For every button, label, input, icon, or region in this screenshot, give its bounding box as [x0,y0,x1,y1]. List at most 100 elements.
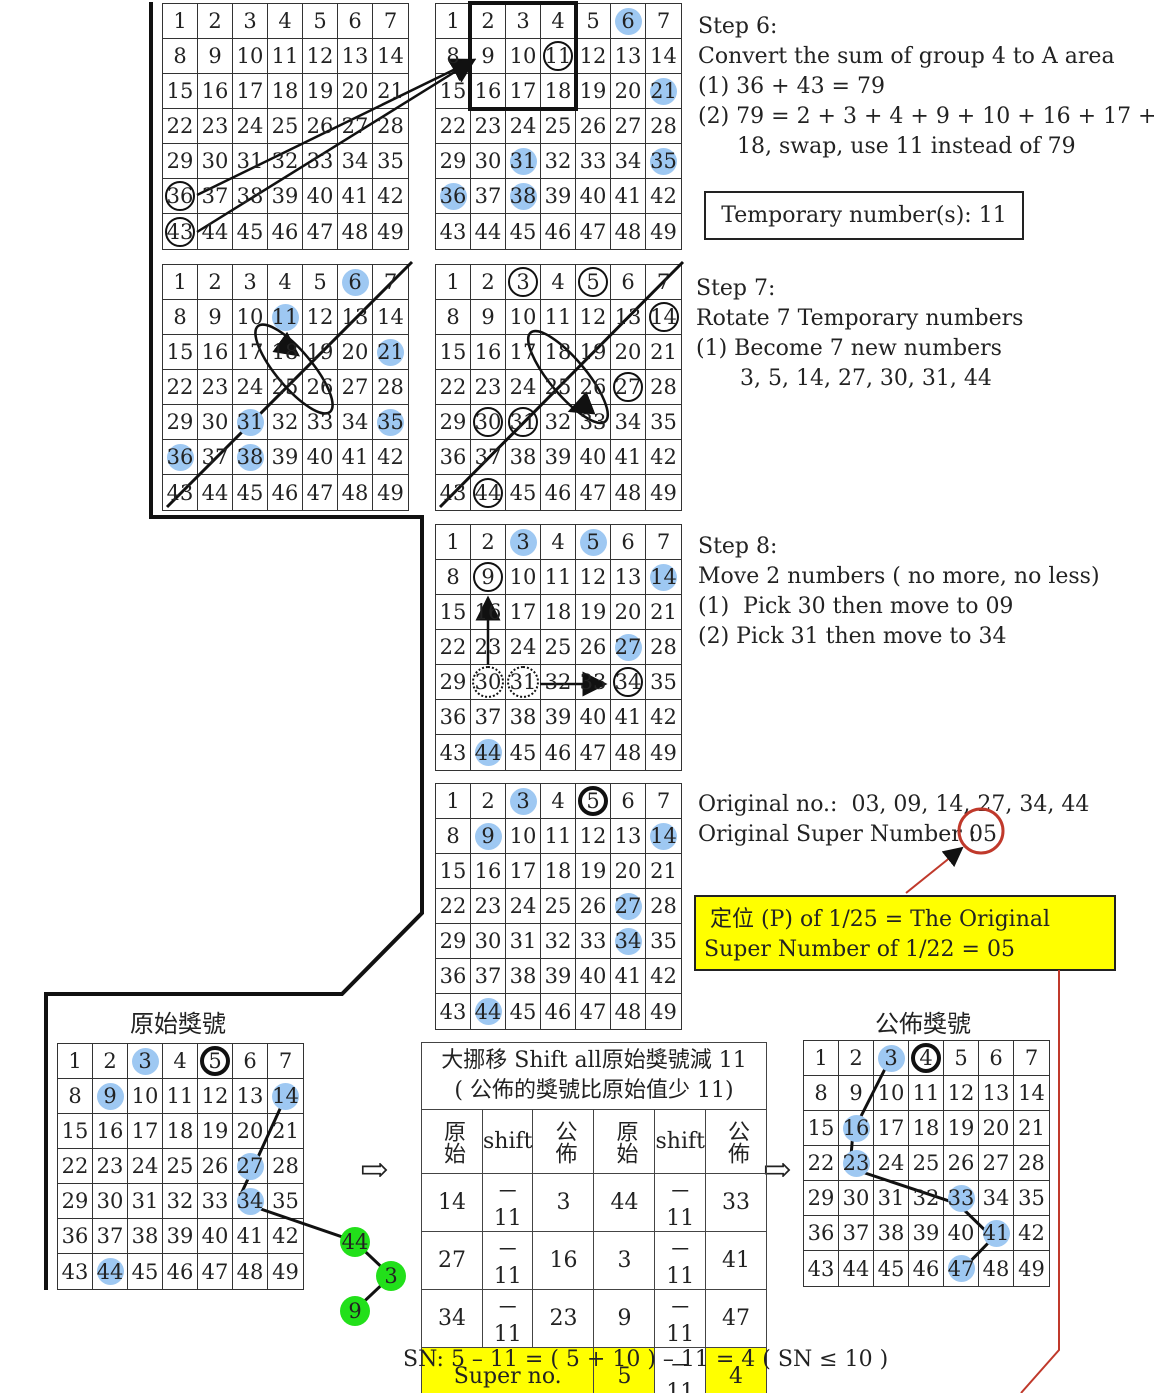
grid-cell-13: 13 [611,819,646,854]
cell: －11 [481,1231,534,1290]
grid-cell-2: 2 [93,1044,128,1079]
grid-cell-2: 2 [471,265,506,300]
grid-cell-40: 40 [576,959,611,994]
grid-cell-43: 43 [436,994,471,1029]
grid-cell-23: 23 [198,109,233,144]
grid-cell-38: 38 [506,179,541,214]
grid-cell-48: 48 [233,1254,268,1289]
grid-cell-18: 18 [163,1114,198,1149]
grid-cell-21: 21 [373,335,408,370]
grid-cell-26: 26 [198,1149,233,1184]
grid-cell-19: 19 [944,1111,979,1146]
grid-cell-41: 41 [338,179,373,214]
grid-cell-30: 30 [839,1181,874,1216]
grid-cell-29: 29 [163,144,198,179]
grid-cell-44: 44 [198,475,233,510]
grid-cell-47: 47 [944,1251,979,1286]
grid-cell-10: 10 [128,1079,163,1114]
grid-cell-32: 32 [541,924,576,959]
grid-cell-11: 11 [163,1079,198,1114]
grid-cell-23: 23 [93,1149,128,1184]
cell: 23 [532,1289,595,1348]
grid-cell-9: 9 [471,819,506,854]
grid-cell-13: 13 [611,39,646,74]
grid-cell-44: 44 [471,475,506,510]
grid-cell-1: 1 [163,4,198,39]
grid-cell-44: 44 [471,214,506,249]
grid-cell-25: 25 [541,630,576,665]
grid-cell-46: 46 [163,1254,198,1289]
grid-cell-4: 4 [268,265,303,300]
published-award-label: 公佈獎號 [875,1010,971,1038]
grid-cell-43: 43 [58,1254,93,1289]
grid-cell-4: 4 [268,4,303,39]
grid-cell-39: 39 [163,1219,198,1254]
grid-cell-31: 31 [233,405,268,440]
grid-cell-15: 15 [163,335,198,370]
grid-cell-20: 20 [611,74,646,109]
grid-cell-20: 20 [338,335,373,370]
grid-cell-22: 22 [163,109,198,144]
right-arrow-icon: ⇨ [360,1150,389,1190]
grid-cell-38: 38 [128,1219,163,1254]
grid-cell-10: 10 [506,39,541,74]
grid-cell-48: 48 [611,475,646,510]
step6-line2: (1) 36 + 43 = 79 [698,74,885,99]
grid-cell-13: 13 [233,1079,268,1114]
grid-cell-22: 22 [436,109,471,144]
temporary-numbers-label: Temporary number(s): 11 [721,203,1007,228]
grid-cell-49: 49 [650,480,677,505]
grid-cell-8: 8 [804,1076,839,1111]
grid-cell-15: 15 [436,854,471,889]
grid-cell-4: 4 [163,1044,198,1079]
grid-cell-12: 12 [576,819,611,854]
grid-cell-32: 32 [163,1184,198,1219]
cell: 3 [593,1231,656,1290]
grid-cell-38: 38 [233,440,268,475]
grid-cell-2: 2 [839,1041,874,1076]
grid-cell-8: 8 [436,819,471,854]
grid-cell-18: 18 [268,335,303,370]
grid-cell-34: 34 [233,1184,268,1219]
grid-cell-17: 17 [874,1111,909,1146]
grid-cell-15: 15 [436,74,471,109]
grid-cell-3: 3 [874,1041,909,1076]
grid-cell-39: 39 [909,1216,944,1251]
grid-cell-34: 34 [979,1181,1014,1216]
grid-cell-4: 4 [541,784,576,819]
grid-cell-35: 35 [646,665,681,700]
grid-cell-11: 11 [268,300,303,335]
grid-cell-33: 33 [576,405,611,440]
grid-cell-2: 2 [198,265,233,300]
grid-cell-1: 1 [163,265,198,300]
grid-cell-31: 31 [506,924,541,959]
grid-cell-28: 28 [646,889,681,924]
grid-cell-33: 33 [303,405,338,440]
grid-cell-3: 3 [506,784,541,819]
grid-cell-17: 17 [506,595,541,630]
grid-cell-16: 16 [93,1114,128,1149]
grid-cell-21: 21 [1014,1111,1049,1146]
pointer-line [905,846,964,894]
grid-cell-25: 25 [909,1146,944,1181]
grid-cell-29: 29 [436,665,471,700]
cell: 33 [704,1173,767,1232]
grid-cell-23: 23 [471,109,506,144]
grid-cell-5: 5 [303,265,338,300]
grid-cell-6: 6 [979,1041,1014,1076]
grid-cell-22: 22 [58,1149,93,1184]
shift-table: 大挪移 Shift all原始獎號減 11 ( 公佈的獎號比原始值少 11) 原… [420,1042,767,1393]
grid-cell-44: 44 [93,1254,128,1289]
step8-title: Step 8: [698,534,778,559]
cell: 47 [704,1289,767,1348]
grid-cell-24: 24 [506,889,541,924]
grid-cell-7: 7 [646,784,681,819]
grid-cell-28: 28 [268,1149,303,1184]
grid-cell-10: 10 [874,1076,909,1111]
grid-cell-32: 32 [541,144,576,179]
grid-cell-24: 24 [506,109,541,144]
grid-cell-45: 45 [233,475,268,510]
grid-cell-36: 36 [163,440,198,475]
position-note-line2: Super Number of 1/22 = 05 [704,937,1015,962]
